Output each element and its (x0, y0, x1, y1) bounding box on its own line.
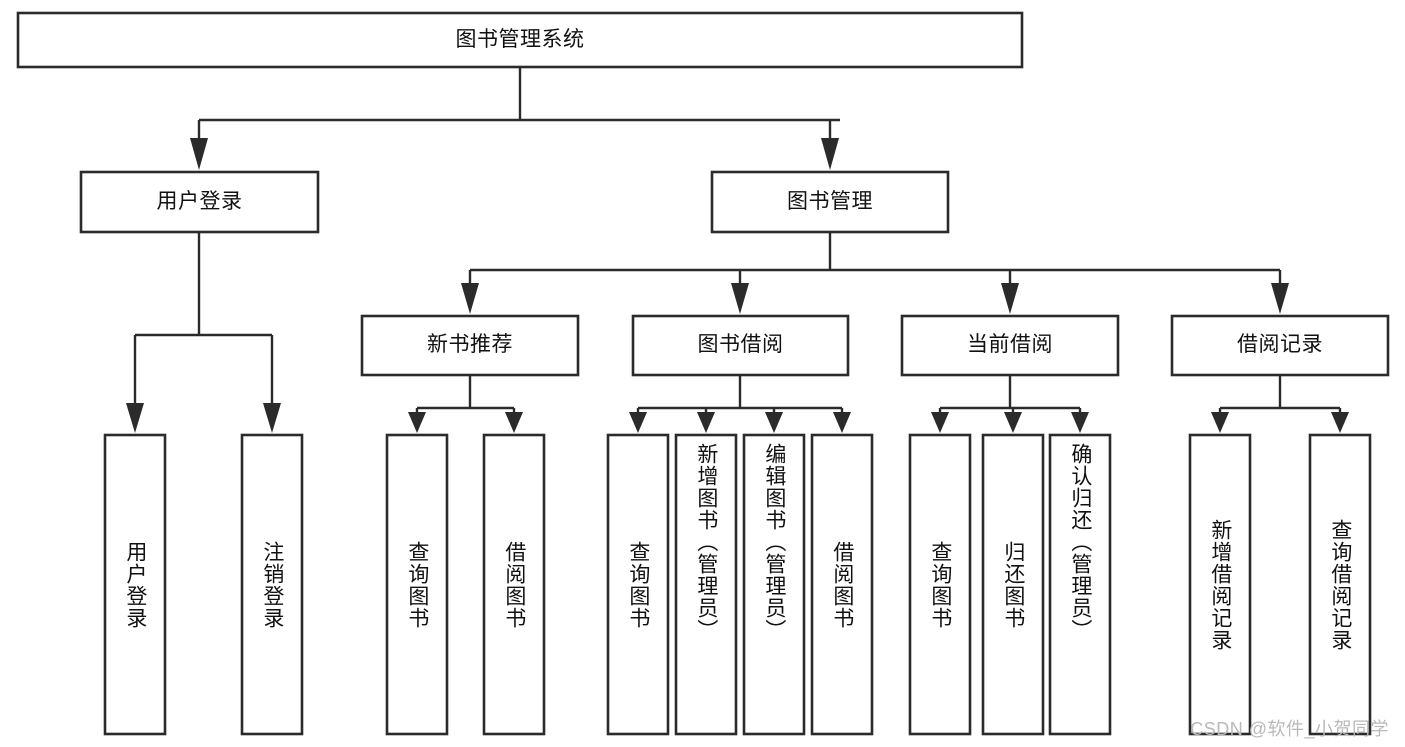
node-leaf-edit-book[interactable] (742, 433, 806, 736)
arrow-head-book-manage (821, 138, 839, 170)
node-leaf-add-record[interactable] (1188, 433, 1252, 736)
arrow-head-leaf-confirm-return (1071, 412, 1089, 433)
arrow-head-new-book-rec (461, 283, 479, 314)
edge-group-borrow-record (1211, 375, 1349, 433)
node-current-borrow[interactable] (900, 314, 1120, 377)
node-leaf-return-book[interactable] (981, 433, 1045, 736)
arrow-head-leaf-edit-book (765, 412, 783, 433)
node-leaf-user-login[interactable] (103, 433, 167, 736)
edge-group-book-manage (461, 232, 1289, 314)
arrow-head-leaf-borrow-book-2 (833, 412, 851, 433)
node-leaf-logout[interactable] (240, 433, 304, 736)
node-book-manage[interactable] (710, 170, 950, 234)
node-leaf-add-book[interactable] (674, 433, 738, 736)
edge-group-root (190, 67, 840, 170)
node-leaf-borrow-book-1[interactable] (482, 433, 546, 736)
node-root[interactable] (16, 11, 1024, 69)
arrow-head-leaf-query-book-1 (408, 412, 426, 433)
edge-group-user-login (126, 232, 281, 433)
arrow-head-user-login (190, 138, 208, 170)
edge-group-current-borrow (931, 375, 1089, 433)
arrow-head-leaf-borrow-book-1 (505, 412, 523, 433)
node-borrow-record[interactable] (1170, 314, 1390, 377)
arrow-head-leaf-return-book (1004, 412, 1022, 433)
arrow-head-leaf-query-book-3 (931, 412, 949, 433)
arrow-head-leaf-add-record (1211, 412, 1229, 433)
arrow-head-borrow-record (1271, 283, 1289, 314)
arrow-head-leaf-query-book-2 (629, 412, 647, 433)
arrow-head-current-borrow (1001, 283, 1019, 314)
node-leaf-query-book-2[interactable] (606, 433, 670, 736)
edge-group-book-borrow (629, 375, 851, 433)
node-leaf-confirm-return[interactable] (1048, 433, 1112, 736)
node-new-book-rec[interactable] (360, 314, 580, 377)
arrow-head-leaf-user-login (126, 403, 144, 433)
node-user-login[interactable] (79, 170, 320, 234)
node-leaf-query-record[interactable] (1308, 433, 1372, 736)
arrow-head-leaf-logout (263, 403, 281, 433)
node-leaf-query-book-1[interactable] (385, 433, 449, 736)
arrow-head-leaf-add-book (697, 412, 715, 433)
csdn-watermark: CSDN @软件_小贺同学 (1190, 719, 1389, 739)
arrow-head-leaf-query-record (1331, 412, 1349, 433)
node-leaf-query-book-3[interactable] (908, 433, 972, 736)
edge-group-new-book-rec (408, 375, 523, 433)
arrow-head-book-borrow (731, 283, 749, 314)
node-book-borrow[interactable] (631, 314, 850, 377)
node-leaf-borrow-book-2[interactable] (810, 433, 874, 736)
